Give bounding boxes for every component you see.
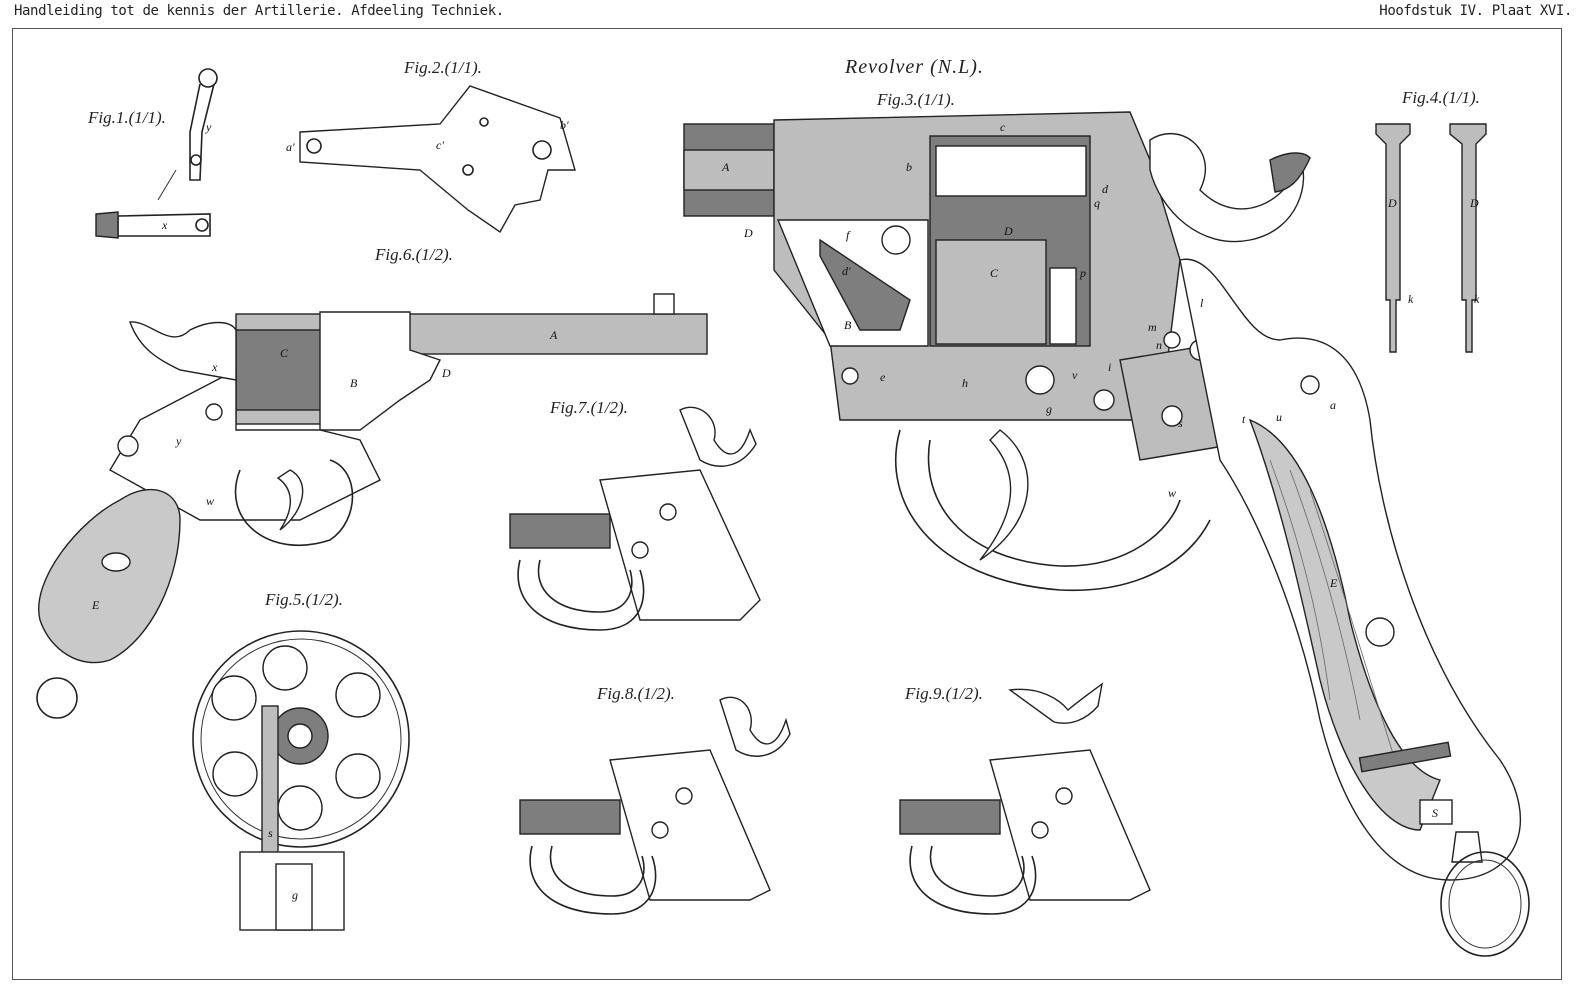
fig3-letter-w: w [1168,486,1177,500]
fig2-letter-b: b' [560,118,569,132]
fig6-drawing [36,293,708,719]
fig6-caption: Fig.6.(1/2). [375,245,453,264]
fig3-letter-p: p [1080,266,1086,280]
fig9-drawing [899,682,1151,915]
fig3-letter-g: g [1046,402,1052,416]
fig4-letter-k1: k [1408,292,1414,306]
fig3-letter-c: c [1000,120,1006,134]
fig3-letter-D2: D [1004,224,1013,238]
fig5-letter-s: s [268,826,273,840]
fig1-letter-y: y [206,120,212,134]
fig5-drawing [192,630,410,931]
fig4-letter-D2: D [1470,196,1479,210]
fig3-letter-C: C [990,266,999,280]
fig3-letter-n: n [1156,338,1162,352]
fig3-letter-a: a [1330,398,1336,412]
fig3-letter-E: E [1330,576,1338,590]
fig3-letter-S: S [1432,806,1438,820]
fig4-letter-k2: k [1474,292,1480,306]
fig4-caption: Fig.4.(1/1). [1402,88,1480,107]
fig3-letter-h: h [962,376,968,390]
fig4-drawing [1375,123,1487,353]
fig7-caption: Fig.7.(1/2). [550,398,628,417]
fig5-caption: Fig.5.(1/2). [265,590,343,609]
fig3-letter-A: A [722,160,730,174]
fig6-letter-w: w [206,494,215,508]
fig6-letter-y: y [176,434,182,448]
fig3-letter-m: m [1148,320,1157,334]
fig3-caption: Fig.3.(1/1). [877,90,955,109]
fig3-letter-i: i [1108,360,1112,374]
fig6-letter-A: A [550,328,558,342]
fig6-letter-B: B [350,376,358,390]
fig3-letter-d-prime: d' [842,264,851,278]
fig6-letter-C: C [280,346,289,360]
fig3-letter-f: f [846,228,850,242]
fig6-letter-x: x [212,360,218,374]
fig9-caption: Fig.9.(1/2). [905,684,983,703]
fig8-caption: Fig.8.(1/2). [597,684,675,703]
fig8-drawing [519,696,791,915]
fig3-letter-B: B [844,318,852,332]
fig4-letter-D1: D [1388,196,1397,210]
fig1-letter-x: x [162,218,168,232]
fig3-letter-t: t [1242,412,1246,426]
fig7-drawing [509,406,761,631]
fig3-letter-d: d [1102,182,1108,196]
fig6-letter-D: D [442,366,451,380]
fig2-drawing [299,85,576,234]
fig3-drawing [683,111,1530,957]
fig3-letter-e: e [880,370,886,384]
header-left: Handleiding tot de kennis der Artillerie… [14,3,504,19]
header-right: Hoofdstuk IV. Plaat XVI. [1379,3,1572,19]
fig1-caption: Fig.1.(1/1). [88,108,166,127]
fig3-letter-D: D [744,226,753,240]
fig3-letter-q: q [1094,196,1100,210]
plate-border [12,28,1562,980]
fig2-caption: Fig.2.(1/1). [404,58,482,77]
fig3-letter-s: s [1178,416,1183,430]
fig5-letter-g: g [292,888,298,902]
fig3-letter-v: v [1072,368,1078,382]
fig1-drawing [95,68,218,239]
fig3-letter-l: l [1200,296,1204,310]
fig3-letter-u: u [1276,410,1282,424]
fig3-letter-b: b [906,160,912,174]
fig6-letter-E: E [92,598,100,612]
fig2-letter-a: a' [286,140,295,154]
fig2-letter-c: c' [436,138,444,152]
plate-title: Revolver (N.L). [845,56,984,78]
